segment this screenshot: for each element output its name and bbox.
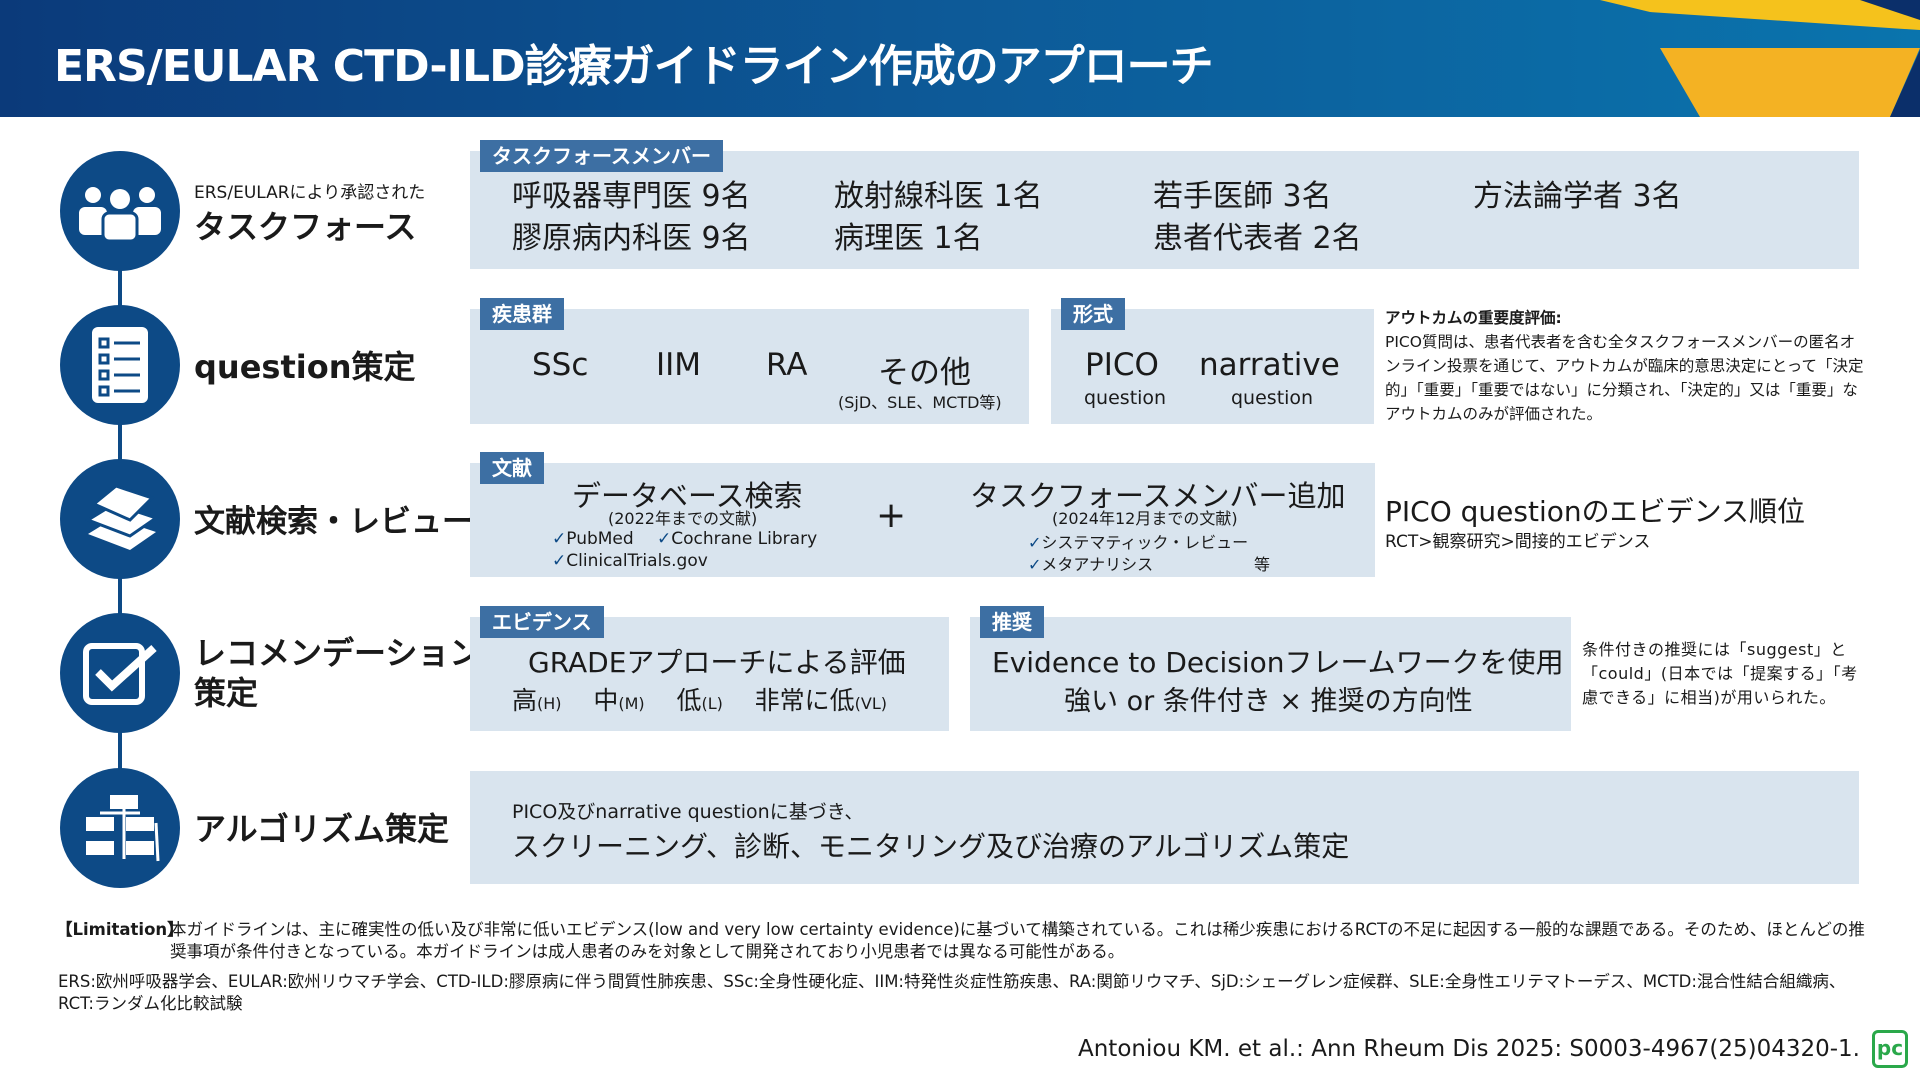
member: 病理医 1名	[834, 221, 983, 256]
database-search-sub: (2022年までの文献)	[608, 509, 758, 528]
format-narrative: narrative	[1199, 347, 1340, 383]
member: 若手医師 3名	[1153, 179, 1332, 214]
algorithm-sub: PICO及びnarrative questionに基づき、	[512, 801, 864, 823]
limitation-text: 本ガイドラインは、主に確実性の低い及び非常に低いエビデンス(low and ve…	[170, 920, 1865, 961]
member: 放射線科医 1名	[834, 179, 1043, 214]
abbreviations: ERS:欧州呼吸器学会、EULAR:欧州リウマチ学会、CTD-ILD:膠原病に伴…	[58, 972, 1846, 1013]
taskforce-addition-title: タスクフォースメンバー追加	[970, 479, 1346, 513]
etd-title: Evidence to Decisionフレームワークを使用	[992, 646, 1564, 679]
decorative-corner-graphic	[1600, 0, 1920, 117]
step-label-algorithm: アルゴリズム策定	[194, 810, 450, 848]
recommend-note: 条件付きの推奨には「suggest」と「could」(日本では「提案する」「考慮…	[1582, 640, 1858, 707]
grade-levels: 高(H) 中(M) 低(L) 非常に低(VL)	[512, 686, 888, 715]
grade-title: GRADEアプローチによる評価	[528, 646, 906, 679]
database-item: ✓ClinicalTrials.gov	[552, 551, 708, 571]
disease-other-note: (SjD、SLE、MCTD等)	[838, 393, 1002, 412]
taskforce-tag: タスクフォースメンバー	[480, 140, 723, 172]
literature-tag: 文献	[480, 452, 544, 484]
flowchart-icon	[60, 768, 180, 888]
step-label-recommendation-2: 策定	[194, 674, 259, 712]
step-label-question: question策定	[194, 348, 416, 386]
checkbox-icon	[60, 613, 180, 733]
publisher-logo: pc	[1872, 1030, 1908, 1068]
books-icon	[60, 459, 180, 579]
step-label-literature: 文献検索・レビュー	[194, 504, 473, 540]
outcome-note-title: アウトカムの重要度評価:	[1385, 309, 1562, 327]
people-icon	[60, 151, 180, 271]
review-item: ✓システマティック・レビュー	[1028, 533, 1249, 552]
disease-tag: 疾患群	[480, 298, 564, 330]
limitation-label: 【Limitation】	[56, 920, 184, 939]
review-item: ✓メタアナリシス	[1028, 555, 1154, 574]
member: 患者代表者 2名	[1153, 221, 1362, 256]
recommend-tag: 推奨	[980, 606, 1044, 638]
format-pico-sub: question	[1084, 387, 1167, 409]
recommend-strength: 強い or 条件付き × 推奨の方向性	[1064, 686, 1473, 717]
disease-item: IIM	[656, 347, 702, 383]
plus-sign: +	[876, 495, 907, 536]
format-pico: PICO	[1085, 347, 1159, 383]
format-tag: 形式	[1061, 298, 1125, 330]
member: 方法論学者 3名	[1473, 179, 1682, 214]
literature-box: データベース検索 (2022年までの文献) ✓PubMed ✓Cochrane …	[470, 463, 1375, 577]
evidence-order-title: PICO questionのエビデンス順位	[1385, 495, 1806, 528]
citation: Antoniou KM. et al.: Ann Rheum Dis 2025:…	[1078, 1036, 1860, 1062]
taskforce-members-box: 呼吸器専門医 9名 膠原病内科医 9名 放射線科医 1名 病理医 1名 若手医師…	[470, 151, 1859, 269]
header-banner: ERS/EULAR CTD-ILD診療ガイドライン作成のアプローチ	[0, 0, 1920, 117]
page-title: ERS/EULAR CTD-ILD診療ガイドライン作成のアプローチ	[54, 41, 1214, 92]
checklist-document-icon	[60, 305, 180, 425]
database-item: ✓Cochrane Library	[657, 529, 818, 549]
database-item: ✓PubMed	[552, 529, 634, 549]
disease-item: SSc	[532, 347, 589, 383]
algorithm-box: PICO及びnarrative questionに基づき、 スクリーニング、診断…	[470, 771, 1859, 884]
algorithm-title: スクリーニング、診断、モニタリング及び治療のアルゴリズム策定	[512, 830, 1350, 863]
disease-item: RA	[766, 347, 808, 383]
taskforce-addition-sub: (2024年12月までの文献)	[1052, 509, 1238, 528]
step-label-recommendation: レコメンデーション	[194, 634, 482, 672]
outcome-note-body: PICO質問は、患者代表者を含む全タスクフォースメンバーの匿名オンライン投票を通…	[1385, 333, 1864, 423]
disease-item: その他	[878, 355, 971, 391]
evidence-box: GRADEアプローチによる評価 高(H) 中(M) 低(L) 非常に低(VL)	[470, 617, 949, 731]
limitation-note: 【Limitation】 本ガイドラインは、主に確実性の低い及び非常に低いエビデ…	[56, 919, 1866, 963]
taskforce-approved-note: ERS/EULARにより承認された	[194, 183, 426, 203]
etc-label: 等	[1254, 555, 1271, 574]
member: 膠原病内科医 9名	[512, 221, 751, 256]
database-search-title: データベース検索	[572, 479, 803, 513]
member: 呼吸器専門医 9名	[512, 179, 751, 214]
outcome-note: アウトカムの重要度評価: PICO質問は、患者代表者を含む全タスクフォースメンバ…	[1385, 306, 1865, 426]
step-label-taskforce: タスクフォース	[194, 208, 417, 246]
recommendation-box: Evidence to Decisionフレームワークを使用 強い or 条件付…	[970, 617, 1571, 731]
evidence-tag: エビデンス	[480, 606, 604, 638]
format-narrative-sub: question	[1231, 387, 1314, 409]
evidence-order-sub: RCT>観察研究>間接的エビデンス	[1385, 532, 1651, 552]
